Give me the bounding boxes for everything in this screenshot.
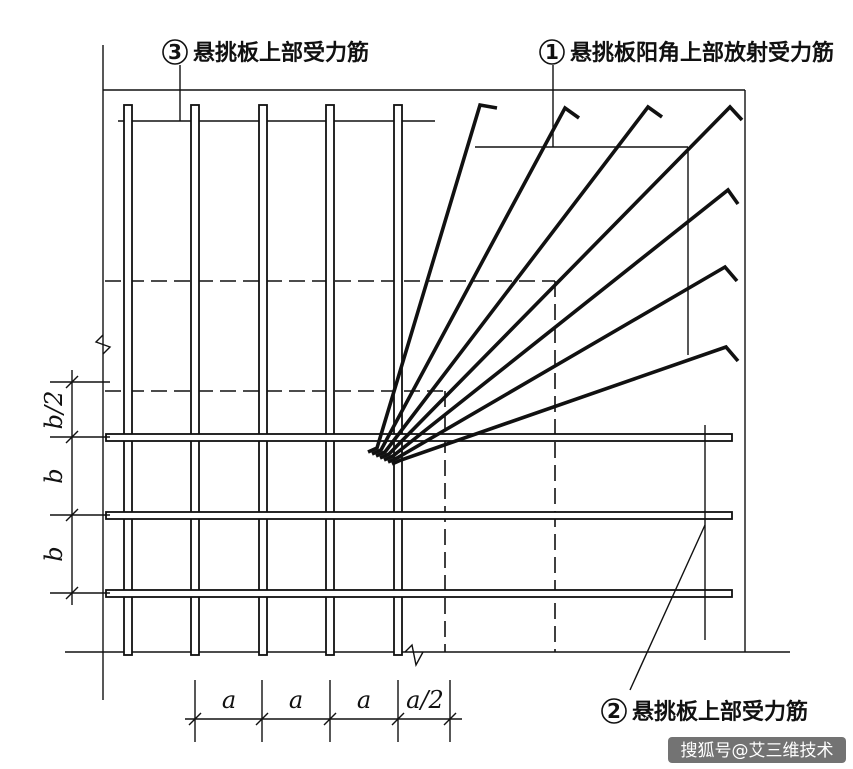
label-2-number: 2 <box>607 699 621 723</box>
radial-rebar <box>375 104 664 458</box>
vertical-rebar <box>325 104 335 656</box>
h-dim-tick <box>391 712 405 726</box>
label-3-number: 3 <box>168 40 182 64</box>
watermark-text: 搜狐号@艾三维技术 <box>681 741 834 761</box>
vertical-rebar <box>190 104 200 656</box>
slab-outline <box>65 45 790 700</box>
vertical-rebar <box>258 104 268 656</box>
v-dim-label: b/2 <box>40 391 68 430</box>
radial-rebar <box>379 104 744 460</box>
horizontal-dimension: a a a a/2 <box>185 680 462 742</box>
watermark-background <box>668 737 846 763</box>
circled-number-3 <box>162 39 188 65</box>
v-dim-tick <box>65 508 79 522</box>
leader-lines <box>179 65 706 691</box>
radial-rebar <box>387 264 739 464</box>
h-dim-label: a <box>357 686 371 714</box>
h-dim-tick <box>443 712 457 726</box>
radial-rebar <box>371 105 581 456</box>
label-3-text: 悬挑板上部受力筋 <box>193 40 369 66</box>
left-break-mark <box>94 334 112 355</box>
label-2-text: 悬挑板上部受力筋 <box>632 699 808 725</box>
radial-zone-box <box>475 146 689 355</box>
circled-number-2 <box>601 698 627 724</box>
leader-line-2 <box>629 524 706 691</box>
v-dim-label: b <box>40 468 68 483</box>
radial-rebar <box>391 344 740 466</box>
h-dim-label: a/2 <box>406 686 444 714</box>
h-dim-label: a <box>222 686 236 714</box>
circled-number-1 <box>539 39 565 65</box>
v-dim-tick <box>65 430 79 444</box>
horizontal-rebar <box>105 589 733 598</box>
v-dim-tick <box>65 586 79 600</box>
vertical-dimension: b/2 b b <box>40 370 110 605</box>
watermark: 搜狐号@艾三维技术 <box>668 737 846 763</box>
h-dim-label: a <box>289 686 303 714</box>
radial-rebar <box>367 102 498 454</box>
v-dim-label: b <box>40 546 68 561</box>
label-1-number: 1 <box>545 40 559 64</box>
vertical-rebar <box>123 104 133 656</box>
v-dim-tick <box>65 375 79 389</box>
radial-rebar <box>383 187 740 462</box>
h-dim-tick <box>255 712 269 726</box>
label-3: 3 悬挑板上部受力筋 <box>162 39 369 66</box>
vertical-rebars <box>123 104 403 656</box>
label-1-text: 悬挑板阳角上部放射受力筋 <box>570 40 834 66</box>
radial-rebars <box>367 102 744 466</box>
label-2: 2 悬挑板上部受力筋 <box>601 698 808 725</box>
bottom-break-mark <box>404 643 424 668</box>
h-dim-tick <box>323 712 337 726</box>
h-dim-tick <box>188 712 202 726</box>
label-1: 1 悬挑板阳角上部放射受力筋 <box>539 39 834 66</box>
horizontal-rebar <box>105 511 733 520</box>
